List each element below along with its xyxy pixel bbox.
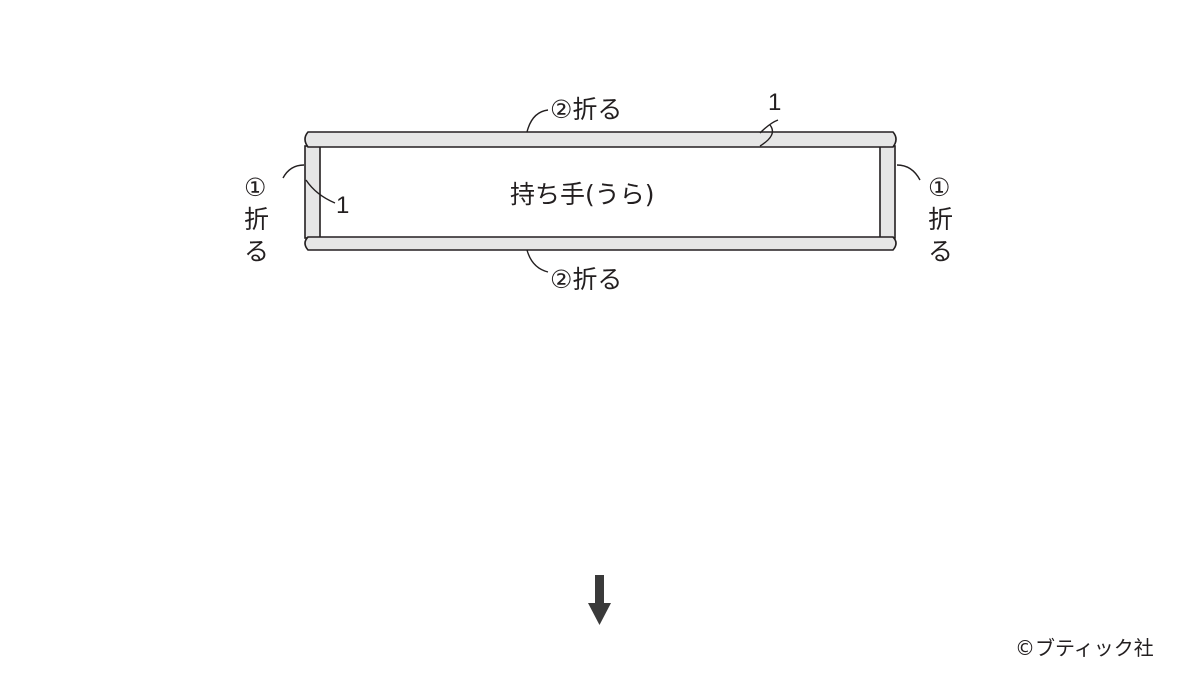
fold-right-char-1: 折: [928, 205, 953, 234]
leader-line-right: [896, 164, 921, 181]
leader-line-measure-top: [759, 119, 779, 147]
top-fold-band: [304, 131, 897, 148]
fold-label-bottom: ②折る: [550, 265, 622, 294]
measure-label-left: 1: [336, 192, 349, 219]
fold-right-number: ①: [928, 173, 950, 202]
leader-line-top: [526, 109, 549, 133]
fold-left-char-1: 折: [244, 205, 269, 234]
leader-line-measure-left: [305, 179, 336, 204]
handle-fabric: [305, 146, 895, 238]
fold-left-number: ①: [244, 173, 266, 202]
handle-label: 持ち手(うら): [510, 180, 655, 209]
down-arrow-icon: [588, 575, 611, 625]
bottom-fold-band: [304, 236, 897, 251]
leader-line-left: [282, 164, 305, 179]
fold-left-char-2: る: [244, 237, 269, 266]
copyright-notice: ©ブティック社: [1015, 636, 1154, 660]
leader-line-bottom: [526, 249, 549, 273]
right-fold-strip: [879, 145, 896, 239]
fold-right-char-2: る: [928, 237, 953, 266]
measure-label-top: 1: [768, 89, 781, 116]
fold-label-top: ②折る: [550, 95, 622, 124]
